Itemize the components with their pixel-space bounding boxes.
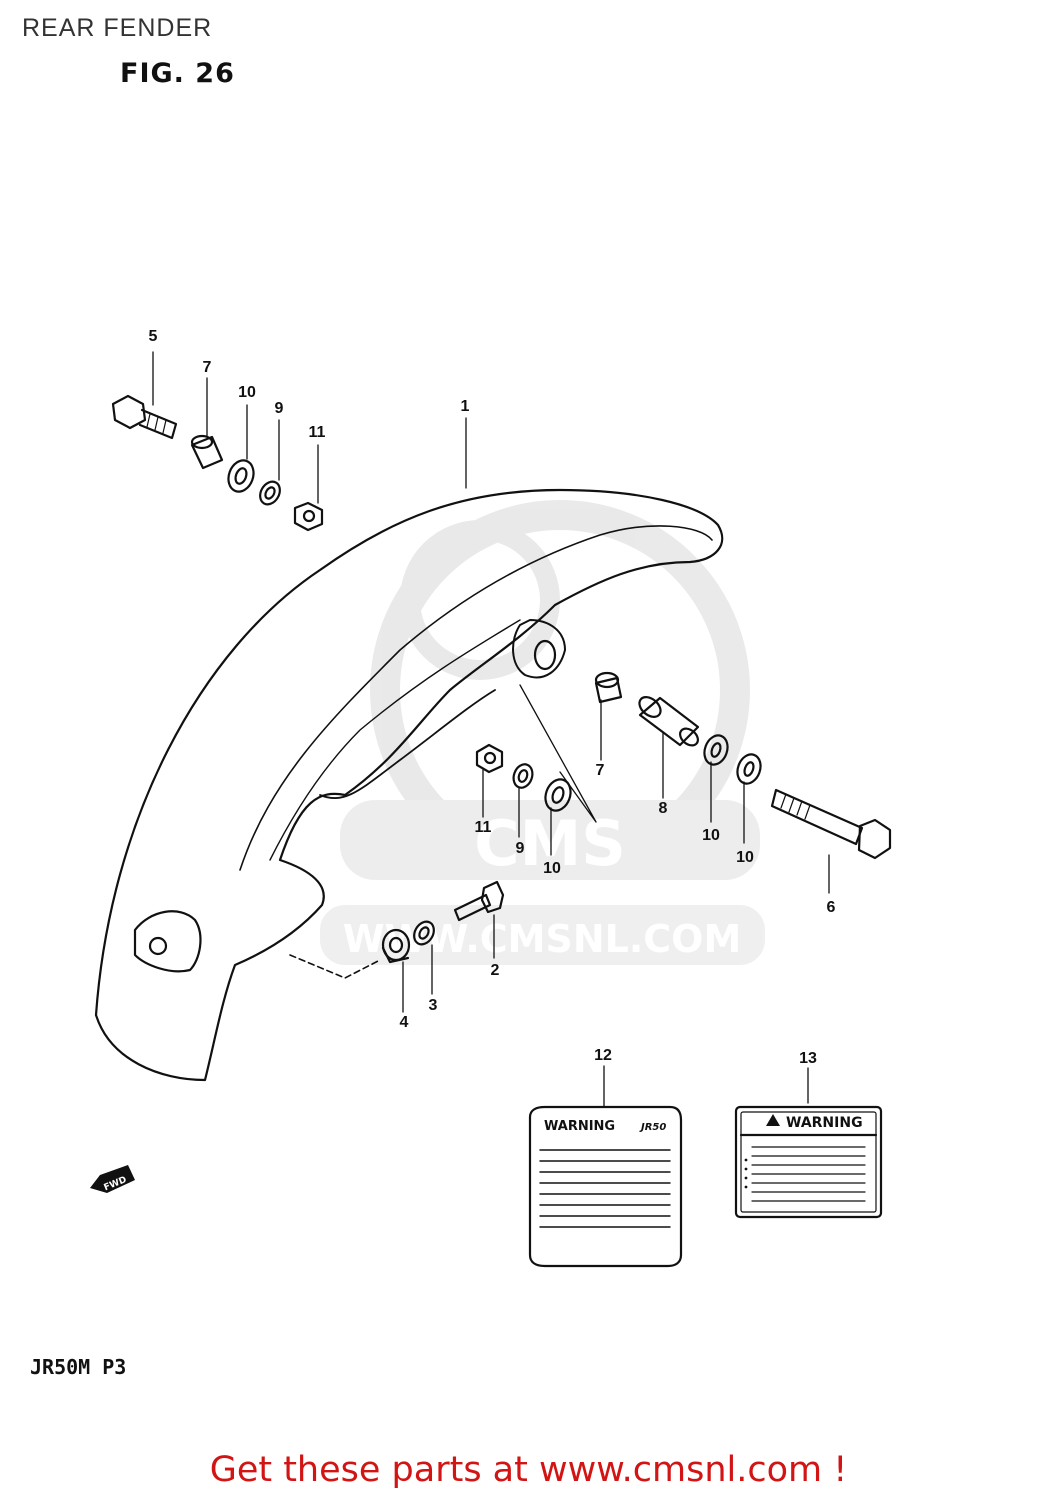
callout-11-center: 11 xyxy=(475,819,492,836)
cms-watermark: CMS WWW.CMSNL.COM xyxy=(320,500,765,965)
part-10-washer-center xyxy=(544,778,572,812)
callout-7-right: 7 xyxy=(596,762,605,779)
model-code: JR50M P3 xyxy=(30,1355,127,1379)
watermark-text: CMS xyxy=(474,807,626,880)
callout-4: 4 xyxy=(400,1014,409,1031)
callout-10-left: 10 xyxy=(238,384,256,401)
callout-10-right-b: 10 xyxy=(736,849,754,866)
part-10-washer-right-b xyxy=(736,753,762,785)
part-4-grommet xyxy=(381,928,411,964)
rear-fender xyxy=(94,488,724,1082)
callout-3: 3 xyxy=(429,997,438,1014)
part-11-nut-center xyxy=(475,743,504,774)
part-9-washer-center xyxy=(512,763,534,789)
part-3-washer xyxy=(413,920,435,946)
callout-13: 13 xyxy=(799,1050,817,1067)
label-12-model: JR50 xyxy=(639,1122,666,1133)
label-13-title: WARNING xyxy=(786,1115,863,1131)
callout-9-left: 9 xyxy=(275,400,284,417)
callout-10-center: 10 xyxy=(543,860,561,877)
callout-12: 12 xyxy=(594,1047,612,1064)
part-7-spacer-right xyxy=(594,671,623,704)
callout-2: 2 xyxy=(491,962,500,979)
part-11-nut-left xyxy=(293,501,324,532)
callout-10-right-a: 10 xyxy=(702,827,720,844)
callout-8: 8 xyxy=(659,800,668,817)
warning-label-13 xyxy=(734,1105,883,1219)
footer-link-text[interactable]: Get these parts at www.cmsnl.com ! xyxy=(209,1450,848,1490)
callout-6: 6 xyxy=(827,899,836,916)
footer-link[interactable]: Get these parts at www.cmsnl.com ! xyxy=(0,1450,1057,1490)
part-9-washer-left xyxy=(259,480,281,506)
part-6-bolt xyxy=(770,788,892,860)
part-2-bolt xyxy=(453,880,505,922)
page-title: REAR FENDER xyxy=(22,14,213,42)
warning-label-12 xyxy=(528,1105,683,1268)
part-10-washer-left xyxy=(227,459,255,493)
callout-1: 1 xyxy=(461,398,470,415)
label-12-title: WARNING xyxy=(544,1119,615,1134)
warning-triangle-icon xyxy=(766,1114,780,1126)
callout-5: 5 xyxy=(149,328,158,345)
watermark-url: WWW.CMSNL.COM xyxy=(343,917,742,961)
part-5-bolt xyxy=(111,394,178,440)
callout-11-left: 11 xyxy=(309,424,326,441)
callout-7-left: 7 xyxy=(203,359,212,376)
callout-9-center: 9 xyxy=(516,840,525,857)
fwd-arrow-icon: FWD xyxy=(90,1165,135,1193)
part-8-collar xyxy=(638,696,700,747)
part-7-spacer-left xyxy=(190,434,224,470)
figure-number: FIG. 26 xyxy=(120,58,235,89)
